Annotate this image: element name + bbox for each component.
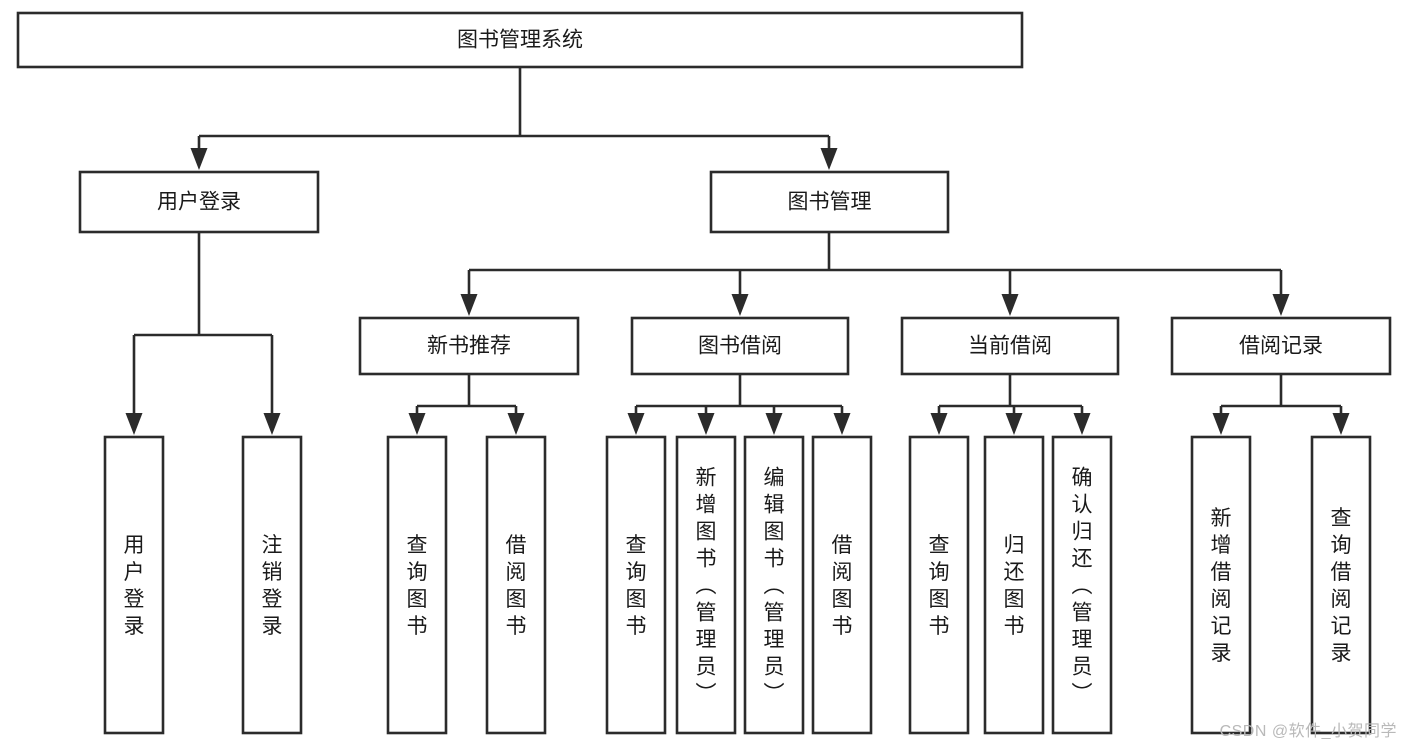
node-leaf-query-book-3-label: 查询图书 — [929, 534, 950, 638]
node-current-borrow-box[interactable] — [900, 316, 1120, 376]
node-leaf-query-record-box[interactable] — [1310, 435, 1372, 735]
node-user-login-box[interactable] — [78, 170, 320, 234]
node-leaf-query-book-1[interactable]: 查询图书 — [386, 435, 448, 735]
node-user-login-label: 用户登录 — [157, 191, 241, 214]
connector-newbookrec-to-leaves — [408, 374, 525, 435]
node-book-manage[interactable]: 图书管理 — [709, 170, 950, 234]
connector-currentborrow-to-leaves — [930, 374, 1091, 435]
node-book-borrow[interactable]: 图书借阅 — [630, 316, 850, 376]
node-leaf-add-book-label: 新增图书︵管理员︶ — [696, 467, 717, 706]
node-leaf-edit-book-label: 编辑图书︵管理员︶ — [764, 467, 785, 706]
connector-bookborrow-to-leaves — [627, 374, 851, 435]
node-borrow-record-label: 借阅记录 — [1239, 335, 1323, 358]
node-leaf-query-book-1-label: 查询图书 — [407, 534, 428, 638]
node-book-borrow-box[interactable] — [630, 316, 850, 376]
node-leaf-add-book[interactable]: 新增图书︵管理员︶ — [675, 435, 737, 735]
node-leaf-add-book-box[interactable] — [675, 435, 737, 735]
node-book-manage-label: 图书管理 — [788, 191, 872, 214]
node-leaf-borrow-book-2-box[interactable] — [811, 435, 873, 735]
node-leaf-borrow-book-1-label: 借阅图书 — [506, 534, 527, 638]
node-leaf-borrow-book-2-label: 借阅图书 — [832, 534, 853, 638]
nodes-layer: 图书管理系统用户登录图书管理新书推荐图书借阅当前借阅借阅记录用户登录注销登录查询… — [16, 11, 1392, 735]
node-leaf-query-book-3[interactable]: 查询图书 — [908, 435, 970, 735]
node-leaf-user-login[interactable]: 用户登录 — [103, 435, 165, 735]
node-new-book-rec[interactable]: 新书推荐 — [358, 316, 580, 376]
connector-borrowrecord-to-leaves — [1212, 374, 1350, 435]
node-leaf-confirm-return[interactable]: 确认归还︵管理员︶ — [1051, 435, 1113, 735]
connectors-layer — [125, 67, 1350, 435]
node-leaf-add-record-label: 新增借阅记录 — [1211, 507, 1232, 665]
node-current-borrow[interactable]: 当前借阅 — [900, 316, 1120, 376]
node-book-borrow-label: 图书借阅 — [698, 335, 782, 358]
node-leaf-logout-label: 注销登录 — [262, 534, 283, 638]
node-leaf-user-login-box[interactable] — [103, 435, 165, 735]
connector-root-to-level2 — [190, 67, 838, 170]
node-leaf-confirm-return-box[interactable] — [1051, 435, 1113, 735]
node-leaf-query-book-1-box[interactable] — [386, 435, 448, 735]
node-leaf-return-book-box[interactable] — [983, 435, 1045, 735]
node-leaf-edit-book[interactable]: 编辑图书︵管理员︶ — [743, 435, 805, 735]
node-borrow-record[interactable]: 借阅记录 — [1170, 316, 1392, 376]
node-user-login[interactable]: 用户登录 — [78, 170, 320, 234]
node-leaf-query-book-2-label: 查询图书 — [626, 534, 647, 638]
node-leaf-borrow-book-1-box[interactable] — [485, 435, 547, 735]
connector-bookmanage-to-level3 — [460, 232, 1290, 316]
node-leaf-query-record[interactable]: 查询借阅记录 — [1310, 435, 1372, 735]
node-leaf-query-book-2[interactable]: 查询图书 — [605, 435, 667, 735]
node-root-label: 图书管理系统 — [457, 29, 583, 52]
node-leaf-confirm-return-label: 确认归还︵管理员︶ — [1072, 467, 1093, 706]
node-new-book-rec-box[interactable] — [358, 316, 580, 376]
node-leaf-borrow-book-2[interactable]: 借阅图书 — [811, 435, 873, 735]
node-leaf-query-book-2-box[interactable] — [605, 435, 667, 735]
node-leaf-logout[interactable]: 注销登录 — [241, 435, 303, 735]
node-root[interactable]: 图书管理系统 — [16, 11, 1024, 69]
node-current-borrow-label: 当前借阅 — [968, 335, 1052, 358]
node-root-box[interactable] — [16, 11, 1024, 69]
node-borrow-record-box[interactable] — [1170, 316, 1392, 376]
node-leaf-add-record-box[interactable] — [1190, 435, 1252, 735]
node-book-manage-box[interactable] — [709, 170, 950, 234]
node-leaf-borrow-book-1[interactable]: 借阅图书 — [485, 435, 547, 735]
node-new-book-rec-label: 新书推荐 — [427, 335, 511, 358]
node-leaf-query-book-3-box[interactable] — [908, 435, 970, 735]
connector-userlogin-to-leaves — [125, 232, 281, 435]
node-leaf-user-login-label: 用户登录 — [124, 534, 145, 638]
node-leaf-edit-book-box[interactable] — [743, 435, 805, 735]
node-leaf-logout-box[interactable] — [241, 435, 303, 735]
node-leaf-query-record-label: 查询借阅记录 — [1331, 507, 1352, 665]
csdn-watermark: CSDN @软件_小贺同学 — [1219, 723, 1397, 740]
node-leaf-return-book-label: 归还图书 — [1004, 534, 1025, 638]
node-leaf-add-record[interactable]: 新增借阅记录 — [1190, 435, 1252, 735]
node-leaf-return-book[interactable]: 归还图书 — [983, 435, 1045, 735]
